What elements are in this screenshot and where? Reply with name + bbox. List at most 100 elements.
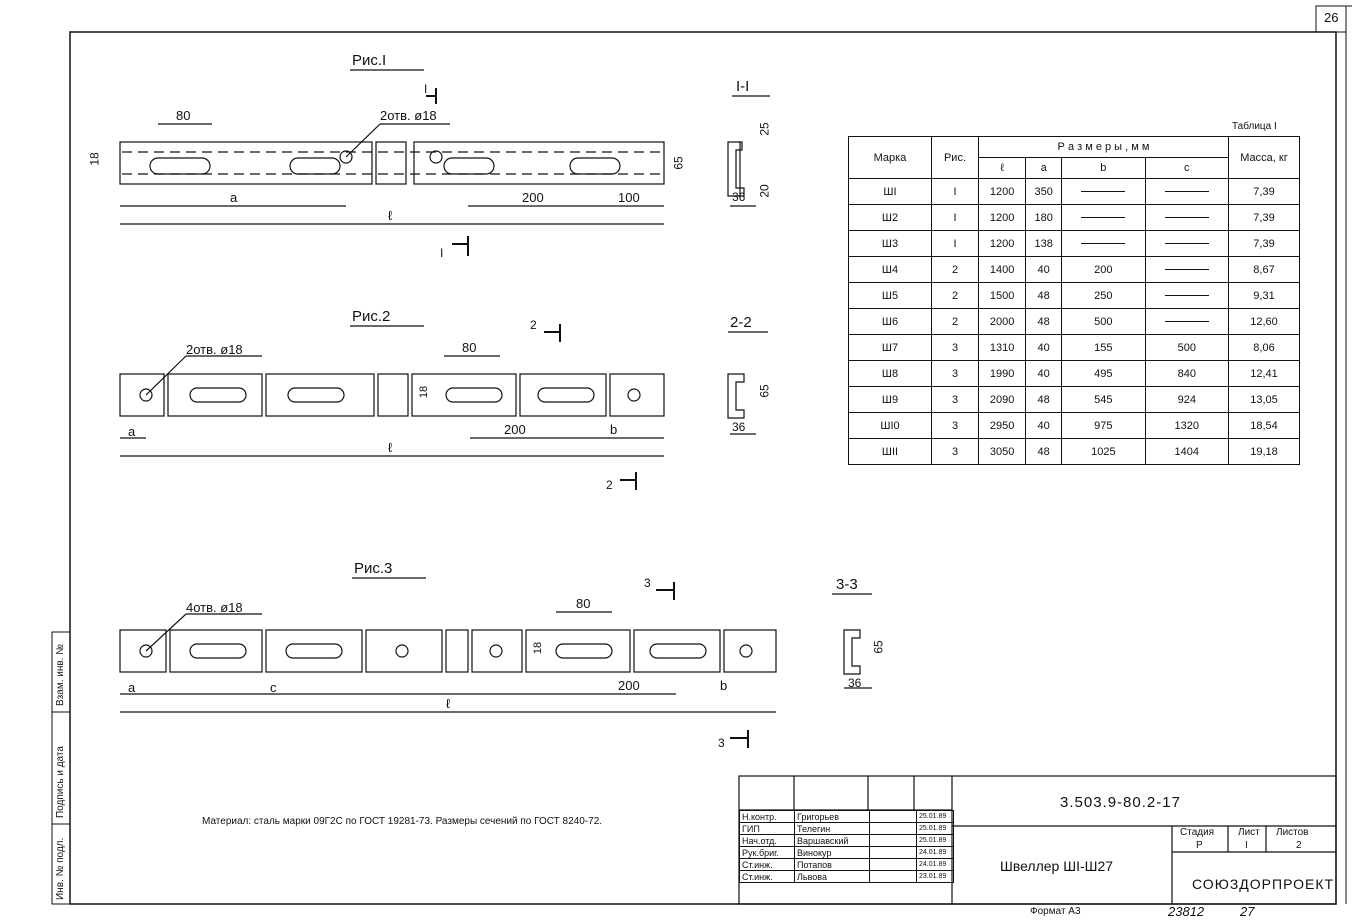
dash-mark [1164, 295, 1209, 297]
fig1-dim-200: 200 [522, 190, 544, 205]
fig1-hole-label: 2отв. ø18 [380, 108, 437, 123]
table-cell [1061, 230, 1146, 257]
sec3-dim-36: 36 [848, 676, 862, 690]
drawing-title: Швеллер ШI-Ш27 [1000, 858, 1114, 874]
table-cell: 2 [931, 308, 979, 335]
fig3-title: Рис.3 [354, 560, 393, 577]
fig1-cut-bottom: I [440, 246, 444, 260]
fig1-label-l: ℓ [388, 208, 393, 223]
fig1-label-a: a [230, 190, 238, 205]
table-cell: 3 [931, 360, 979, 387]
signature-cell [869, 858, 917, 871]
signature-text: Н.контр. [739, 810, 795, 823]
fig2-cut-top: 2 [530, 318, 537, 332]
table-cell: 180 [1025, 204, 1063, 231]
th-b: b [1061, 157, 1146, 179]
table-cell: I [931, 204, 979, 231]
signature-cell [869, 810, 917, 823]
table-cell: Ш9 [848, 386, 932, 413]
fig3-label-b: b [720, 678, 728, 693]
table-cell [1061, 204, 1146, 231]
sheets-value: 2 [1296, 840, 1302, 851]
signature-cell [869, 822, 917, 835]
material-note: Материал: сталь марки 09Г2С по ГОСТ 1928… [202, 816, 603, 827]
fig1-dim-65: 65 [671, 156, 686, 170]
table-cell: 250 [1061, 282, 1146, 309]
signature-cell [869, 834, 917, 847]
signature-text: Ст.инж. [739, 858, 795, 871]
sec2-dim-36: 36 [732, 420, 746, 434]
table-caption: Таблица I [1232, 121, 1277, 132]
table-cell: 9,31 [1228, 282, 1300, 309]
fig3-hole-label: 4отв. ø18 [186, 600, 243, 615]
table-cell: ШI0 [848, 412, 932, 439]
fig1-dim-100: 100 [618, 190, 640, 205]
table-cell: 40 [1025, 360, 1063, 387]
table-cell: 1200 [977, 178, 1027, 205]
table-cell: 1200 [977, 230, 1027, 257]
signature-text: ГИП [739, 822, 795, 835]
table-cell: 840 [1144, 360, 1230, 387]
table-cell: Ш7 [848, 334, 932, 361]
table-cell: 3 [931, 334, 979, 361]
fig2-label-b: b [610, 422, 618, 437]
table-cell: 7,39 [1228, 178, 1300, 205]
fig3-label-l: ℓ [446, 696, 451, 711]
dash-mark [1081, 243, 1126, 245]
sec1-dim-36: 36 [732, 190, 746, 204]
table-cell: 1400 [977, 256, 1027, 283]
th-sizes: Р а з м е р ы , м м [978, 136, 1229, 158]
dash-mark [1081, 217, 1126, 219]
fig2-cut-bottom: 2 [606, 478, 613, 492]
table-cell: 48 [1025, 282, 1063, 309]
table-cell: 545 [1061, 386, 1146, 413]
signature-text: 23.01.89 [916, 870, 954, 883]
table-cell: I [931, 230, 979, 257]
signature-text: Григорьев [794, 810, 870, 823]
table-cell: 3 [931, 412, 979, 439]
th-c: c [1144, 157, 1230, 179]
table-cell [1144, 308, 1230, 335]
table-cell: 500 [1144, 334, 1230, 361]
side-sign-date: Подпись и дата [55, 746, 66, 818]
table-cell: 2000 [977, 308, 1027, 335]
th-mass: Масса, кг [1228, 136, 1300, 179]
fig3-cut-bottom: 3 [718, 736, 725, 750]
doc-code: 3.503.9-80.2-17 [1060, 794, 1181, 811]
signature-text: Варшавский [794, 834, 870, 847]
signature-text: 25.01.89 [916, 810, 954, 823]
section1-title: I-I [736, 78, 750, 95]
dash-mark [1164, 217, 1209, 219]
table-cell [1061, 178, 1146, 205]
table-cell: 2950 [977, 412, 1027, 439]
fig1-cut-top: I [424, 82, 428, 96]
table-cell: 2 [931, 282, 979, 309]
table-cell: Ш5 [848, 282, 932, 309]
signature-text: Рук.бриг. [739, 846, 795, 859]
format-label: Формат А3 [1030, 906, 1081, 917]
table-cell: Ш3 [848, 230, 932, 257]
th-a: a [1025, 157, 1063, 179]
fig3-label-a: a [128, 680, 136, 695]
table-cell: Ш6 [848, 308, 932, 335]
table-cell: 8,67 [1228, 256, 1300, 283]
bottom-code-2: 27 [1240, 904, 1255, 919]
signature-text: Нач.отд. [739, 834, 795, 847]
stage-value: Р [1196, 840, 1203, 851]
table-cell: Ш2 [848, 204, 932, 231]
signature-cell [869, 870, 917, 883]
signature-text: 25.01.89 [916, 834, 954, 847]
table-cell: 1990 [977, 360, 1027, 387]
th-ris: Рис. [931, 136, 979, 179]
fig2-label-l: ℓ [388, 440, 393, 455]
table-cell: 1200 [977, 204, 1027, 231]
table-cell: 1404 [1144, 438, 1230, 465]
signature-text: Ст.инж. [739, 870, 795, 883]
fig2-dim-18: 18 [418, 385, 431, 399]
sheet-value: I [1245, 840, 1248, 851]
